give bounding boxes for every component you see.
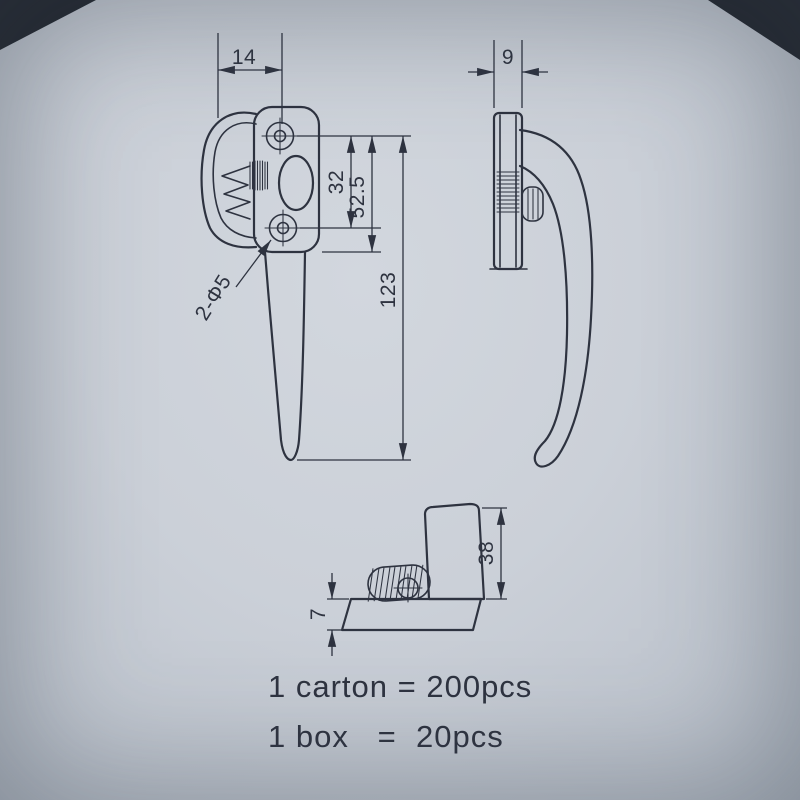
bottom-view	[340, 502, 486, 632]
top-screw-hole	[261, 117, 299, 155]
cam-housing-outline	[200, 111, 258, 249]
knurl-hatch-front	[249, 160, 269, 191]
dim-label-2-phi5: 2-Φ5	[191, 271, 237, 325]
hole-callout: 2-Φ5	[191, 239, 272, 325]
base-plate-edge	[340, 597, 483, 632]
note-carton: 1 carton = 200pcs	[268, 669, 532, 704]
knurl-hatch-side	[496, 171, 520, 213]
plate-edge-view	[492, 111, 524, 271]
note-box: 1 box = 20pcs	[268, 719, 504, 754]
dim-label-32: 32	[325, 170, 348, 194]
dim-right-stack: 32 52.5 123	[297, 135, 411, 461]
knurl-grip-hatch	[367, 564, 424, 602]
front-view	[200, 105, 321, 462]
cam-housing-inner-curve	[212, 122, 257, 239]
bottom-screw-hole	[264, 209, 302, 247]
dim-bottom-height: 38	[475, 507, 507, 600]
side-view	[489, 111, 594, 468]
handle-front-outline	[263, 250, 307, 462]
spring-zigzag	[221, 165, 251, 220]
dim-label-7: 7	[307, 608, 330, 620]
mounting-plate	[252, 105, 321, 254]
packing-notes: 1 carton = 200pcs 1 box = 20pcs	[268, 669, 532, 754]
thumb-knob	[521, 186, 544, 222]
dim-label-9: 9	[502, 46, 514, 69]
dim-base-thickness: 7	[307, 573, 349, 656]
dim-label-123: 123	[377, 272, 400, 309]
handle-socket-cup	[423, 502, 486, 601]
dim-label-14: 14	[232, 46, 256, 69]
handle-boss	[277, 154, 315, 212]
handle-side-profile	[518, 128, 594, 468]
dim-side-thickness: 9	[468, 40, 548, 108]
dim-label-52-5: 52.5	[346, 176, 369, 219]
dim-label-38: 38	[475, 541, 498, 565]
dim-front-width: 14	[217, 33, 283, 124]
